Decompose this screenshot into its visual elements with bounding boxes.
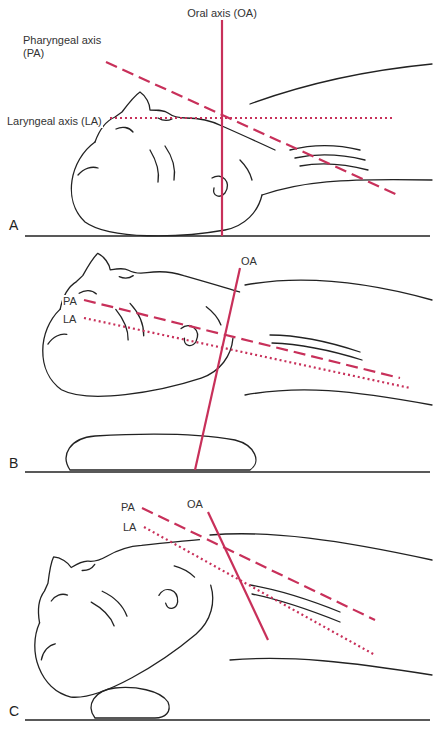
label-slot: LA xyxy=(122,517,137,535)
label-slot: LA xyxy=(62,309,77,327)
oral-axis-line xyxy=(195,268,240,470)
label-slot: Oral axis (OA) xyxy=(186,3,258,21)
pharyngeal-axis-line xyxy=(106,62,400,196)
laryngeal-axis-line xyxy=(110,117,395,119)
label-slot: A xyxy=(8,216,19,234)
label-slot: PA xyxy=(120,497,136,515)
oral-axis-line xyxy=(208,512,268,640)
label-slot: C xyxy=(8,702,20,720)
axis-label: Oral axis (OA) xyxy=(186,7,258,20)
axis-label: Pharyngeal axis (PA) xyxy=(22,34,104,60)
panel-letter: C xyxy=(8,703,20,719)
label-slot: OA xyxy=(240,251,258,269)
label-slot: Pharyngeal axis (PA) xyxy=(22,34,104,61)
label-slot: OA xyxy=(186,494,204,512)
pillow xyxy=(66,434,256,470)
axis-abbreviation: PA xyxy=(120,501,136,514)
laryngeal-axis-line xyxy=(144,527,375,655)
axis-abbreviation: LA xyxy=(62,313,77,326)
panel-letter: A xyxy=(8,217,19,233)
axis-abbreviation: OA xyxy=(186,498,204,511)
oral-axis-line xyxy=(221,20,223,236)
axis-abbreviation: LA xyxy=(122,521,137,534)
panel-b xyxy=(25,235,432,472)
panel-letter: B xyxy=(8,455,19,471)
laryngeal-axis-line xyxy=(84,318,410,388)
label-slot: PA xyxy=(62,291,78,309)
axis-abbreviation: OA xyxy=(240,255,258,268)
pillow xyxy=(91,688,169,718)
panel-c xyxy=(0,489,432,720)
pharyngeal-axis-line xyxy=(84,300,400,378)
axis-label: Laryngeal axis (LA) xyxy=(6,115,103,128)
axis-abbreviation: PA xyxy=(62,295,78,308)
pharyngeal-axis-line xyxy=(142,508,375,620)
label-slot: B xyxy=(8,454,19,472)
label-slot: Laryngeal axis (LA) xyxy=(6,111,103,129)
